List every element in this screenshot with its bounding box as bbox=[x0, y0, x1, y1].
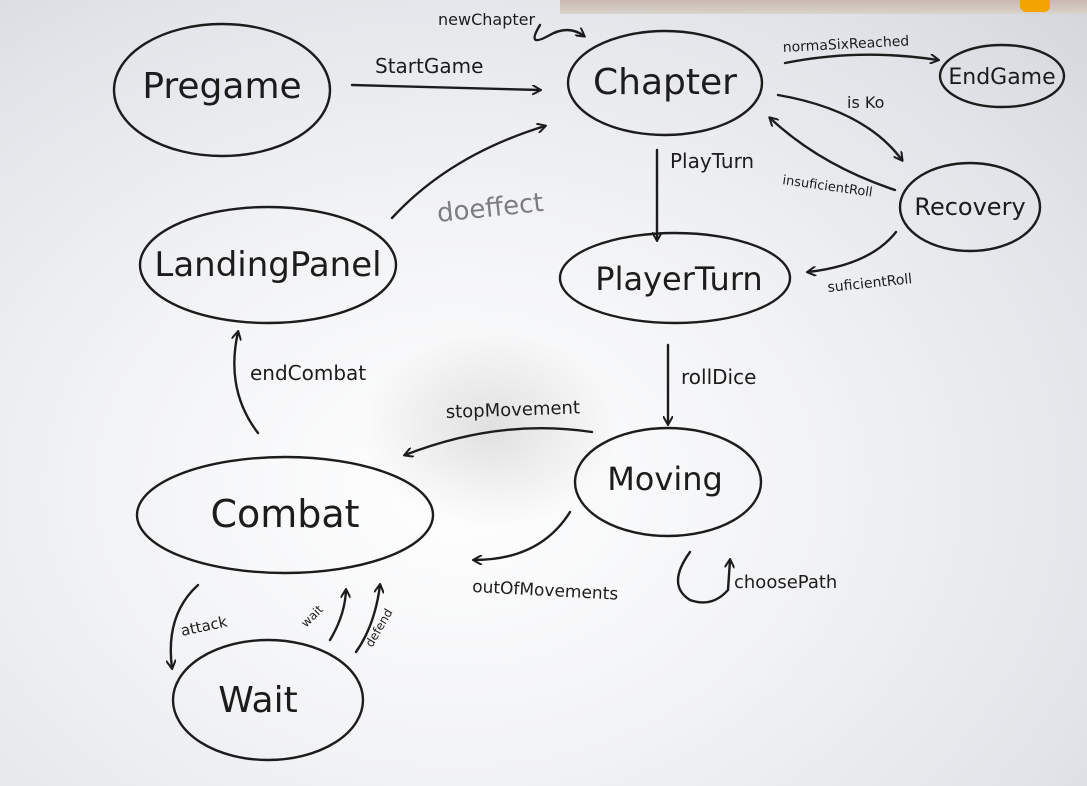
node-landingpanel-label: LandingPanel bbox=[154, 245, 381, 285]
edge-doeffect-label: doeffect bbox=[436, 188, 545, 229]
node-endgame-label: EndGame bbox=[948, 65, 1055, 90]
edge-normasixreached-label: normaSixReached bbox=[782, 33, 909, 56]
edge-defend-label: defend bbox=[362, 606, 395, 649]
node-pregame-outline bbox=[112, 22, 332, 158]
node-recovery-label: Recovery bbox=[914, 193, 1025, 221]
edge-suficientroll-label: suficientRoll bbox=[827, 271, 913, 296]
node-wait-outline bbox=[171, 638, 365, 762]
edge-choosepath-label: choosePath bbox=[734, 572, 837, 593]
edge-attack-arrow bbox=[171, 583, 200, 668]
edge-isko-arrow bbox=[776, 93, 902, 160]
node-playerturn-label: PlayerTurn bbox=[595, 260, 762, 298]
node-combat-outline bbox=[135, 455, 435, 575]
node-pregame-label: Pregame bbox=[142, 66, 301, 107]
edge-doeffect-arrow bbox=[390, 126, 545, 220]
edge-stopmovement-arrow bbox=[405, 426, 594, 455]
edge-newchapter-arrow bbox=[533, 23, 584, 42]
edge-suficientroll-arrow bbox=[808, 230, 898, 272]
node-chapter-label: Chapter bbox=[593, 62, 737, 103]
edge-isko-label: is Ko bbox=[847, 93, 884, 112]
edge-endcombat-arrow bbox=[234, 332, 260, 435]
edge-insuficientroll-arrow bbox=[770, 118, 897, 192]
edge-defend-arrow bbox=[354, 585, 380, 654]
edge-rolldice-label: rollDice bbox=[681, 365, 756, 389]
edge-outofmovements-arrow bbox=[474, 510, 572, 560]
edge-endcombat-label: endCombat bbox=[250, 361, 366, 385]
node-combat-label: Combat bbox=[210, 492, 359, 536]
node-chapter-outline bbox=[566, 29, 764, 137]
whiteboard-frame bbox=[560, 0, 1087, 14]
node-playerturn-outline bbox=[558, 231, 792, 325]
edge-wait-arrow bbox=[328, 590, 346, 642]
edge-choosepath-arrow bbox=[676, 550, 730, 604]
edge-startgame-arrow bbox=[350, 83, 540, 90]
node-moving-outline bbox=[573, 426, 763, 538]
edge-attack-label: attack bbox=[179, 612, 229, 639]
edge-newchapter-label: newChapter bbox=[438, 10, 535, 29]
marker-cap bbox=[1020, 0, 1050, 12]
node-landingpanel-outline bbox=[138, 205, 398, 325]
node-endgame-outline bbox=[938, 43, 1066, 109]
edge-playturn-label: PlayTurn bbox=[670, 149, 754, 173]
edge-normasixreached-arrow bbox=[783, 53, 938, 63]
edge-stopmovement-label: stopMovement bbox=[445, 397, 580, 423]
edge-wait-label: wait bbox=[298, 602, 326, 630]
node-moving-label: Moving bbox=[607, 460, 723, 498]
edge-startgame-label: StartGame bbox=[375, 54, 483, 78]
node-wait-label: Wait bbox=[218, 680, 297, 721]
edge-outofmovements-label: outOfMovements bbox=[472, 577, 619, 605]
node-recovery-outline bbox=[898, 161, 1042, 253]
